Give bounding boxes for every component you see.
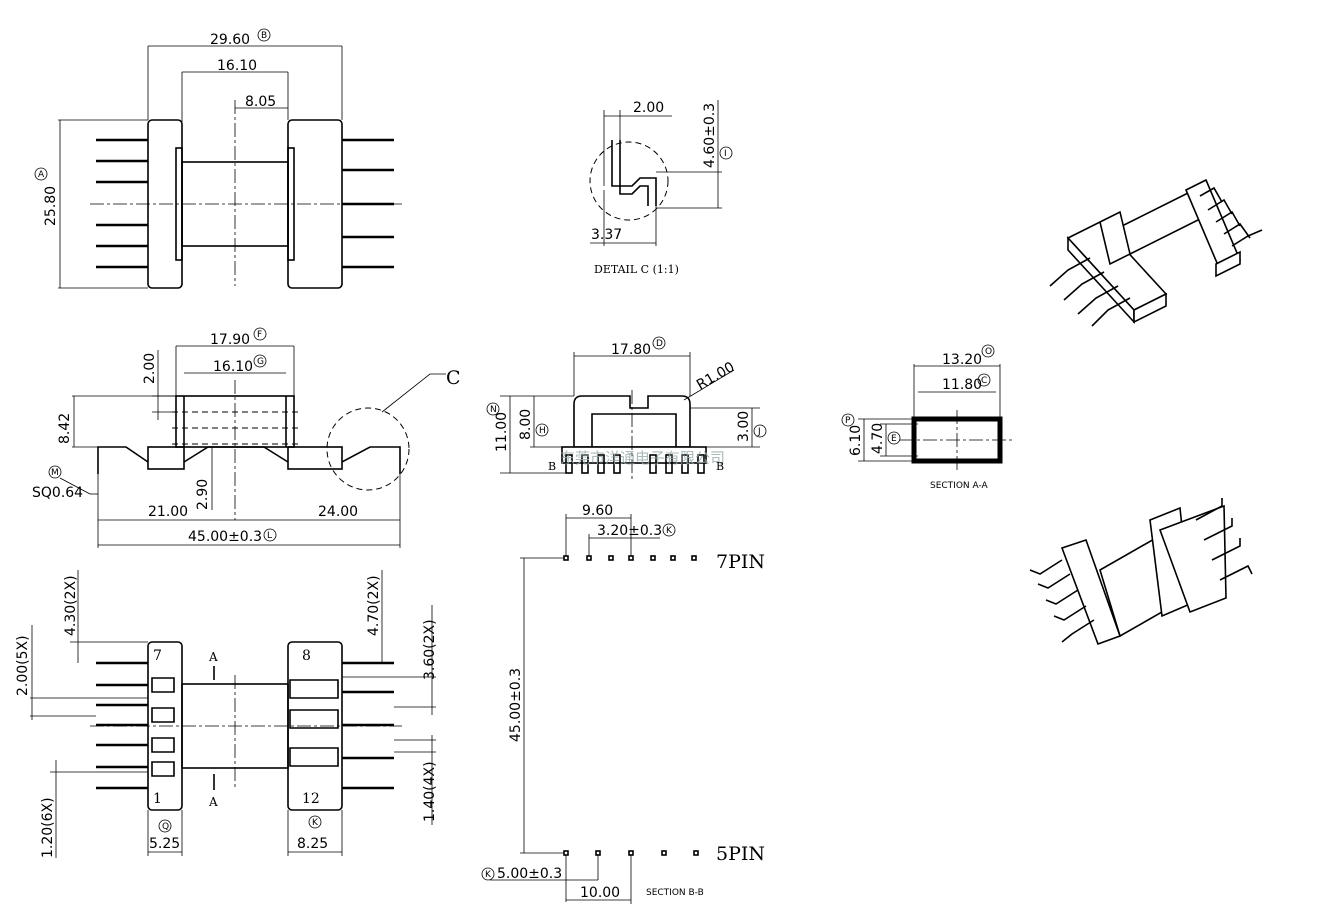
section-marker-b-left: B: [548, 460, 556, 473]
detail-c-dim-height: 4.60±0.3: [702, 103, 718, 168]
section-bb-dim-pitch: 3.20±0.3: [597, 523, 662, 539]
tag-spool-width: G: [257, 357, 264, 367]
dim-right-offset-bottom: 1.40(4X): [422, 761, 438, 822]
detail-c-circle: [326, 407, 410, 491]
detail-c-caption: DETAIL C (1:1): [594, 263, 679, 276]
bottom-view-pins-left: [96, 661, 148, 790]
section-bb-pins-bottom: [563, 850, 699, 856]
section-bb-row-top: 7PIN: [716, 551, 765, 573]
tag-right-width: K: [312, 818, 319, 828]
dim-right-pitch: 4.70(2X): [366, 575, 382, 636]
front-view: C 17.90 F 16.10 G 2.00 8.42 2.90 21.00 2…: [32, 327, 461, 548]
section-bb: 7PIN 5PIN 9.60 3.20±0.3 K 45.00±0.3 K 5.…: [481, 503, 765, 904]
detail-c-callout: C: [446, 367, 461, 389]
dim-pin-size: SQ0.64: [32, 485, 83, 501]
top-view: 29.60 B 16.10 8.05 25.80 A: [34, 28, 402, 289]
side-view-pins: [565, 454, 705, 474]
dim-left-pitch: 4.30(2X): [63, 575, 79, 636]
tag-height: A: [38, 170, 45, 180]
front-view-left-base: [147, 446, 185, 470]
side-view: 东莞市洋通电子有限公司 B B 17.80 D R1.00 11.00 N 8.…: [486, 336, 767, 480]
section-aa-dim-inner-height: 4.70: [870, 423, 886, 454]
top-view-pins-right: [342, 138, 394, 269]
dim-right-width: 8.25: [297, 836, 328, 852]
dim-right-step: 3.60(2X): [422, 619, 438, 680]
section-bb-dim-offset: 9.60: [582, 503, 613, 519]
side-view-dim-radius: R1.00: [694, 359, 737, 393]
section-aa-tag-inner-width: C: [981, 376, 987, 386]
pin-label-8: 8: [302, 648, 311, 664]
side-view-tag-total-height: N: [490, 405, 497, 415]
bottom-view-pins-right: [342, 661, 394, 790]
side-view-tag-width: D: [656, 339, 663, 349]
section-aa-caption: SECTION A-A: [930, 481, 989, 491]
pin-label-7: 7: [153, 648, 162, 664]
dim-flange-thickness: 2.00: [142, 353, 158, 384]
front-view-pin-profile: [97, 446, 401, 474]
side-view-dim-total-height: 11.00: [494, 412, 510, 452]
dim-right-offset: 24.00: [318, 504, 358, 520]
section-bb-tag-pitch: K: [666, 526, 673, 536]
section-bb-dim-offset-bottom: 10.00: [580, 885, 620, 901]
section-aa-tag-outer-width: O: [985, 347, 992, 357]
tag-flange-span: F: [257, 330, 262, 340]
top-view-pins-left: [96, 138, 148, 269]
section-marker-a-top: A: [208, 650, 218, 664]
tag-pin-size: M: [51, 468, 59, 478]
side-view-tag-step: J: [757, 427, 761, 437]
detail-c: 2.00 4.60±0.3 I 3.37 DETAIL C (1:1): [589, 100, 733, 276]
side-view-dim-body-height: 8.00: [518, 409, 534, 440]
isometric-view-top: [1049, 178, 1263, 327]
tag-left-width: Q: [162, 822, 169, 832]
section-aa-dim-outer-height: 6.10: [848, 425, 864, 456]
side-view-body: [573, 395, 691, 448]
dim-flange-span: 17.90: [210, 332, 250, 348]
bottom-view: 7 8 1 12 A A 4.30(2X) 4.70(2X) 2.00(5X) …: [15, 570, 438, 858]
dim-pin-pitch: 2.00(5X): [15, 635, 31, 696]
tag-total-width: L: [267, 531, 272, 541]
side-view-dim-step: 3.00: [736, 411, 752, 442]
detail-c-tag-height: I: [724, 149, 727, 159]
dim-half-width: 8.05: [245, 94, 276, 110]
dim-left-step: 1.20(6X): [40, 797, 56, 858]
section-marker-b-right: B: [716, 460, 724, 473]
section-aa-tag-inner-height: E: [891, 434, 897, 444]
side-view-dim-width: 17.80: [611, 342, 651, 358]
detail-c-dim-bottom: 3.37: [591, 227, 622, 243]
dim-spool-width: 16.10: [217, 58, 257, 74]
section-marker-a-bottom: A: [208, 795, 218, 809]
section-aa-tag-outer-height: P: [845, 416, 851, 426]
section-aa-dim-outer-width: 13.20: [942, 352, 982, 368]
isometric-view-bottom: [1029, 498, 1253, 646]
dim-height: 25.80: [43, 186, 59, 226]
section-bb-caption: SECTION B-B: [646, 888, 704, 898]
pin-label-12: 12: [302, 791, 320, 807]
detail-c-dim-top: 2.00: [633, 100, 664, 116]
side-view-tag-body-height: H: [539, 426, 546, 436]
front-view-body: [175, 395, 295, 448]
watermark: 东莞市洋通电子有限公司: [560, 449, 725, 467]
dim-height-front: 8.42: [57, 413, 73, 444]
pin-label-1: 1: [153, 791, 162, 807]
section-bb-dim-row-spacing: 45.00±0.3: [508, 668, 524, 742]
section-aa: 13.20 O 11.80 C 6.10 P 4.70 E SECTION A-…: [841, 344, 1012, 491]
front-view-right-base: [287, 446, 343, 470]
section-aa-dim-inner-width: 11.80: [942, 377, 982, 393]
dim-left-width: 5.25: [149, 836, 180, 852]
section-bb-row-bottom: 5PIN: [716, 843, 765, 865]
dim-total-width: 45.00±0.3: [188, 529, 262, 545]
section-bb-tag-pitch-bottom: K: [485, 870, 492, 880]
dim-overall-width: 29.60: [210, 32, 250, 48]
section-bb-dim-pitch-bottom: 5.00±0.3: [497, 866, 562, 882]
section-bb-pins-top: [563, 555, 697, 561]
dim-base-height: 2.90: [195, 479, 211, 510]
dim-left-offset: 21.00: [148, 504, 188, 520]
tag-overall-width: B: [261, 31, 267, 41]
dim-spool-width-front: 16.10: [213, 359, 253, 375]
